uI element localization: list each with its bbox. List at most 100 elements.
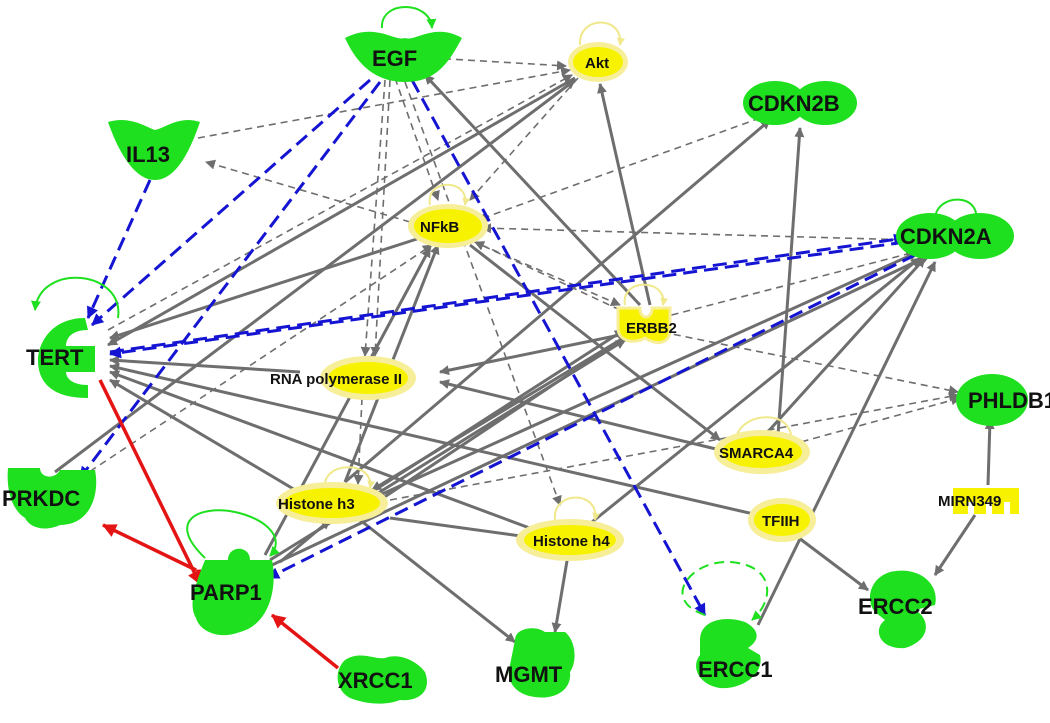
edge-nfkb-tert [109, 236, 421, 340]
edge-tert-cdkn2a [109, 233, 906, 354]
node-ercc1[interactable]: ERCC1 [696, 619, 773, 689]
node-akt[interactable]: Akt [568, 42, 628, 82]
edge-histone-h4-self-loop [553, 496, 601, 521]
edge-il13-akt [197, 66, 571, 139]
enzyme-shape [192, 548, 274, 636]
edge-egf-histone-h4 [404, 81, 562, 506]
edge-histone-h3-mgmt [359, 518, 516, 644]
edge-il13-tert [86, 179, 152, 319]
edge-erbb2-akt [597, 83, 652, 306]
receptor-shape [616, 306, 672, 344]
edge-rnapol-tert [109, 355, 301, 374]
ellipse-core [414, 209, 482, 243]
blob-right [793, 81, 857, 125]
edge-erbb2-nfkb [474, 241, 621, 311]
enzyme-shape [870, 570, 936, 649]
edge-mirn349-phldb1 [984, 419, 995, 486]
edge-histone-h3-histone-h4 [389, 516, 536, 542]
nodes: EGF Akt CDKN2B IL13 NFkB CD [2, 31, 1050, 704]
edge-erbb2-histone-h3 [371, 338, 621, 492]
node-ercc2[interactable]: ERCC2 [858, 570, 936, 649]
edge-tert-akt [107, 74, 573, 331]
edge-egf-rnapol-2 [370, 79, 391, 357]
edge-akt-self-loop [578, 21, 625, 46]
edge-erbb2-egf [423, 73, 642, 307]
node-erbb2[interactable]: ERBB2 [616, 306, 677, 344]
edge-rnapol-histone-h3 [353, 397, 364, 485]
node-label: XRCC1 [338, 668, 413, 693]
blob-shape [337, 655, 428, 704]
node-tert[interactable]: TERT [26, 318, 95, 398]
enzyme-shape [508, 628, 575, 698]
node-egf[interactable]: EGF [345, 31, 462, 83]
edge-histone-h3-tert [109, 378, 313, 502]
edge-tert-parp1 [98, 379, 202, 585]
edge-cdkn2a-tert [109, 240, 906, 359]
edge-cdkn2a-parp1 [267, 253, 916, 580]
node-mgmt[interactable]: MGMT [495, 628, 575, 698]
edge-erbb2-cdkn2a [659, 249, 916, 319]
edge-cdkn2a-nfkb [481, 223, 913, 241]
edge-ercc1-cdkn2a [756, 261, 937, 626]
edge-prkdc-nfkb [79, 244, 433, 479]
node-parp1[interactable]: PARP1 [190, 548, 274, 636]
edge-egf-rnapol [360, 79, 386, 357]
edge-histone-h4-cdkn2a [591, 256, 921, 524]
node-histone-h4[interactable]: Histone h4 [516, 519, 624, 561]
edge-smarca4-phldb1 [789, 395, 961, 446]
node-label: RNA polymerase II [270, 371, 402, 388]
edge-ercc1-self-loop [681, 560, 769, 621]
edge-histone-h3-phldb1 [389, 391, 959, 501]
ellipse-core [284, 488, 380, 518]
node-label: CDKN2A [900, 224, 992, 249]
node-prkdc[interactable]: PRKDC [2, 468, 97, 529]
node-label: PHLDB1 [968, 388, 1050, 413]
mirna-notch-2 [986, 502, 992, 514]
node-histone-h3[interactable]: Histone h3 [276, 482, 388, 524]
enzyme-shape [696, 619, 761, 689]
node-label: EGF [372, 46, 417, 71]
edge-erbb2-phldb1 [661, 331, 959, 396]
edge-erbb2-rnapol [439, 333, 621, 376]
node-rna-polymerase-ii[interactable]: RNA polymerase II [270, 356, 416, 400]
edge-egf-self-loop [380, 6, 437, 29]
edge-smarca4-cdkn2a [763, 256, 927, 437]
node-mirn349[interactable]: MIRN349 [938, 488, 1019, 514]
blob-shape [956, 374, 1028, 426]
edge-smarca4-cdkn2b [776, 127, 805, 436]
node-il13[interactable]: IL13 [108, 119, 200, 180]
node-cdkn2b[interactable]: CDKN2B [743, 81, 857, 125]
edge-nfkb-smarca4 [469, 243, 721, 442]
node-label: SMARCA4 [719, 445, 794, 462]
edge-xrcc1-parp1 [270, 613, 340, 670]
node-label: ERCC2 [858, 594, 933, 619]
edge-tfiih-tert [109, 363, 759, 517]
edge-prkdc-akt [54, 78, 576, 474]
node-phldb1[interactable]: PHLDB1 [956, 374, 1050, 426]
edge-egf-ercc1 [410, 79, 707, 616]
node-nfkb[interactable]: NFkB [408, 204, 488, 248]
ellipse-core [524, 525, 616, 555]
edge-tert-self-loop [30, 276, 120, 319]
node-tfiih[interactable]: TFIIH [748, 498, 816, 542]
ellipse-core [573, 47, 623, 77]
node-label: IL13 [126, 142, 170, 167]
edge-nfkb-self-loop [428, 183, 471, 206]
node-xrcc1[interactable]: XRCC1 [337, 655, 428, 704]
edge-parp1-self-loop [186, 509, 280, 559]
node-cdkn2a[interactable]: CDKN2A [896, 213, 1014, 259]
blob-left [743, 81, 807, 125]
edge-tfiih-ercc2 [794, 533, 869, 592]
edge-histone-h3-cdkn2a [379, 250, 919, 497]
cytokine-shape [108, 119, 200, 180]
node-label: MIRN349 [938, 493, 1001, 510]
edge-erbb2-self-loop [623, 283, 669, 306]
edge-nfkb-il13 [205, 159, 411, 223]
blob-left [896, 213, 964, 259]
node-label: PRKDC [2, 486, 80, 511]
node-smarca4[interactable]: SMARCA4 [714, 430, 810, 474]
edge-mirn349-ercc2 [933, 514, 977, 576]
node-label: MGMT [495, 662, 563, 687]
enzyme-shape [38, 318, 95, 398]
